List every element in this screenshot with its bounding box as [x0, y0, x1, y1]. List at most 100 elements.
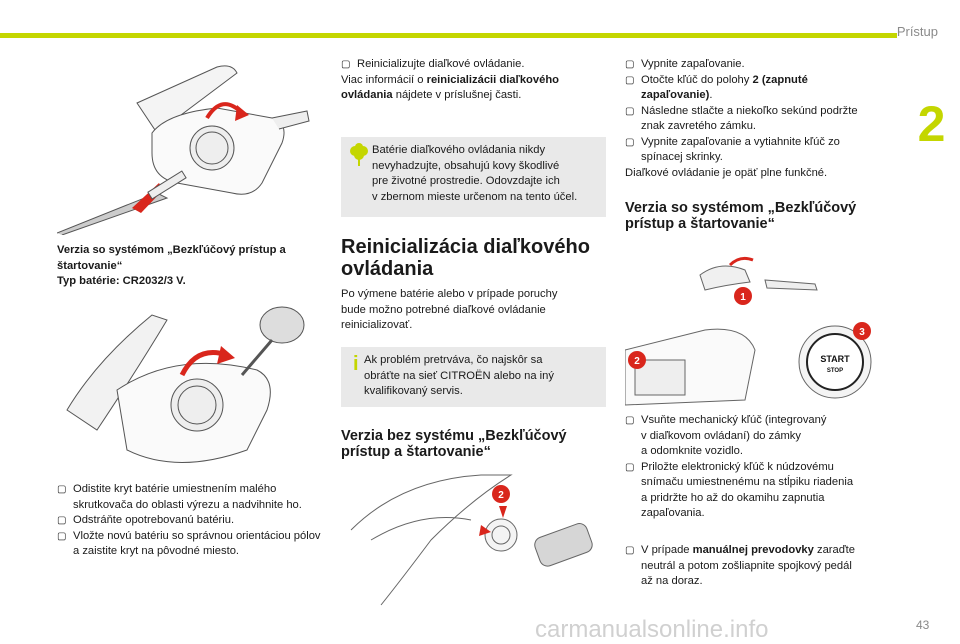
callout-2: 2 [634, 356, 640, 367]
info-line: obráťte na sieť CITROËN alebo na iný [364, 369, 554, 382]
page-number: 43 [916, 618, 930, 632]
callout-3: 3 [859, 327, 865, 338]
intro-text: Viac informácií o [341, 73, 427, 86]
checkbox-icon: ▢ [625, 461, 635, 473]
step-text: Odistite kryt batérie umiestnením malého [73, 483, 277, 495]
eco-note: Batérie diaľkového ovládania nikdy nevyh… [341, 137, 606, 217]
eco-line: Batérie diaľkového ovládania nikdy [372, 144, 546, 156]
info-line: kvalifikovaný servis. [364, 385, 463, 397]
subheading-line: prístup a štartovanie“ [625, 216, 775, 232]
subheading-without-keyless: Verzia bez systému „Bezkľúčový prístup a… [341, 428, 611, 460]
done-text: Diaľkové ovládanie je opäť plne funkčné. [625, 166, 828, 179]
step-item: ▢ Vložte novú batériu so správnou orientá… [57, 529, 322, 560]
eco-line: v zbernom mieste určenom na tento účel. [372, 190, 578, 203]
checkbox-icon: ▢ [625, 545, 635, 556]
step-item: ▢ Priložte elektronický kľúč k núdzovému s… [625, 460, 890, 522]
intro-bold: reinicializácii diaľkového [426, 73, 560, 86]
step-bold: 2 (zapnuté [752, 73, 808, 86]
subheading-line: Verzia so systémom „Bezkľúčový [625, 200, 857, 216]
callout-1: 1 [740, 292, 746, 303]
intro-text: nájdete v príslušnej časti. [392, 89, 522, 101]
col3-steps: ▢ Vypnite zapaľovanie. ▢ Otočte kľúč do po… [625, 57, 890, 181]
key-cover-removal-illustration [57, 63, 315, 235]
step-item: ▢ Vypnite zapaľovanie a vytiahnite kľúč z… [625, 135, 890, 166]
checkbox-icon: ▢ [341, 59, 351, 70]
checkbox-icon: ▢ [625, 105, 635, 117]
step-item: ▢ Vsuňte mechanický kľúč (integrovaný v di… [625, 413, 890, 460]
subheading-line: Verzia bez systému „Bezkľúčový [341, 428, 567, 444]
chapter-number: 2 [917, 96, 946, 152]
heading-line: ovládania [341, 258, 434, 280]
battery-replacement-illustration [57, 300, 315, 472]
para-line: bude možno potrebné diaľkové ovládanie [341, 303, 546, 316]
checkbox-icon: ▢ [57, 530, 67, 542]
checkbox-icon: ▢ [57, 515, 67, 526]
step-text: skrutkovača do oblasti výrezu a nadvihni… [73, 498, 284, 511]
step-text: Odstráňte opotrebovanú batériu. [73, 514, 235, 526]
step-text: a pridržte ho až do okamihu zapnutia [641, 491, 825, 504]
eco-line: nevyhadzujte, obsahujú kovy škodlivé [372, 159, 560, 172]
step-text: ho. [286, 498, 302, 511]
step-bold: zapaľovanie) [641, 89, 710, 101]
step-text: znak zavretého zámku. [641, 120, 757, 132]
col3-steps2: ▢ Vsuňte mechanický kľúč (integrovaný v di… [625, 413, 890, 522]
para-line: reinicializovať. [341, 319, 413, 331]
heading-line: Reinicializácia diaľkového [341, 236, 590, 258]
step-text: Otočte kľúč do polohy [641, 73, 753, 86]
caption-line: Verzia so systémom „Bezkľúčový prístup a [57, 244, 286, 256]
intro-bold: ovládania [341, 89, 393, 101]
step-text: až na doraz. [641, 575, 703, 587]
info-line: Ak problém pretrváva, čo najskôr sa [364, 354, 543, 366]
col1-steps: ▢ Odistite kryt batérie umiestnením maléh… [57, 482, 322, 560]
callout-2: 2 [498, 490, 504, 501]
keyless-start-illustration: 1 2 3 START STOP [625, 250, 887, 410]
checkbox-icon: ▢ [57, 484, 67, 495]
manual-gearbox-step: ▢ V prípade manuálnej prevodovky zaraďte n… [625, 543, 890, 590]
step-text: Vypnite zapaľovanie a vytiahnite kľúč zo [641, 135, 840, 148]
step-text: v diaľkovom ovládaní) do zámky [641, 429, 801, 442]
step-text: . [709, 89, 713, 101]
tree-icon [350, 143, 368, 166]
checkbox-icon: ▢ [625, 136, 635, 148]
step-text: V prípade [641, 544, 693, 556]
intro-text: Reinicializujte diaľkové ovládanie. [357, 58, 525, 70]
step-text: zaraďte [813, 544, 855, 556]
watermark: carmanualsonline.info [535, 616, 769, 643]
step-item: ▢ Odstráňte opotrebovanú batériu. [57, 513, 322, 529]
battery-caption: Verzia so systémom „Bezkľúčový prístup a… [57, 243, 319, 290]
reinit-paragraph: Po výmene batérie alebo v prípade poruch… [341, 287, 606, 334]
checkbox-icon: ▢ [625, 74, 635, 86]
section-title: Prístup [896, 24, 938, 39]
step-item: ▢ Vypnite zapaľovanie. [625, 57, 890, 73]
info-icon: i [353, 353, 359, 375]
subheading-keyless: Verzia so systémom „Bezkľúčový prístup a… [625, 200, 895, 232]
stop-label: STOP [827, 368, 843, 374]
caption-line: štartovanie“ [57, 259, 123, 272]
step-text: neutrál a potom zošliapnite spojkový ped… [641, 559, 852, 572]
start-label: START [820, 354, 850, 364]
step-bold: manuálnej prevodovky [692, 544, 814, 556]
ignition-key-illustration: 2 [341, 470, 603, 610]
heading-reinit: Reinicializácia diaľkového ovládania [341, 236, 611, 280]
col2-intro: ▢ Reinicializujte diaľkové ovládanie. Via… [341, 57, 606, 104]
checkbox-icon: ▢ [625, 415, 635, 426]
eco-line: pre životné prostredie. Odovzdajte ich [372, 175, 560, 187]
info-note: i Ak problém pretrváva, čo najskôr sa ob… [341, 347, 606, 407]
checkbox-icon: ▢ [625, 59, 635, 70]
step-item: ▢ Otočte kľúč do polohy 2 (zapnuté zapaľov… [625, 73, 890, 104]
step-text: Vypnite zapaľovanie. [641, 58, 745, 70]
step-text: snímaču umiestnenému na stĺpiku riadenia [641, 476, 854, 488]
step-text: Vložte novú batériu so správnou orientác… [73, 529, 291, 542]
step-text: Vsuňte mechanický kľúč (integrovaný [641, 414, 827, 426]
step-text: pólov a zaistite kryt na pôvodné miesto. [73, 529, 321, 558]
subheading-line: prístup a štartovanie“ [341, 444, 491, 460]
header-accent-bar [0, 33, 897, 38]
step-text: a odomknite vozidlo. [641, 445, 743, 457]
step-text: spínacej skrinky. [641, 151, 723, 163]
battery-type: Typ batérie: CR2032/3 V. [57, 275, 186, 287]
step-item: ▢ Odistite kryt batérie umiestnením maléh… [57, 482, 322, 513]
step-text: Následne stlačte a niekoľko sekúnd podrž… [641, 104, 858, 117]
step-item: ▢ Následne stlačte a niekoľko sekúnd podr… [625, 104, 890, 135]
step-text: Priložte elektronický kľúč k núdzovému [641, 460, 834, 473]
step-text: zapaľovania. [641, 507, 705, 519]
